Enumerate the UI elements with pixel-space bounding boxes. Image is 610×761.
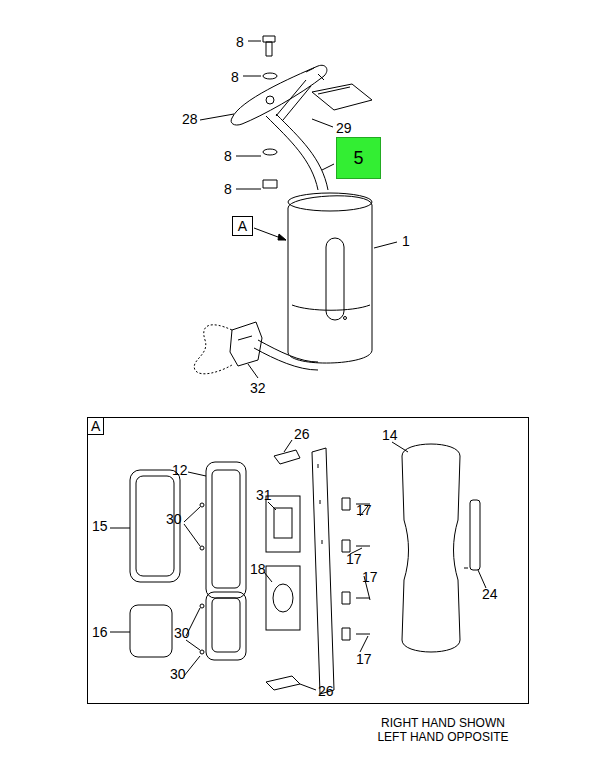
callout-number: 28 [182,112,198,126]
callout-number: 16 [92,625,108,639]
view-letter: A [87,417,104,435]
callout-number: 24 [482,587,498,601]
callout-number: 8 [236,35,244,49]
view-callout: A [232,216,253,236]
callout-number: 5 [353,149,363,167]
leader-lines [200,41,397,378]
callout-number: 32 [250,381,266,395]
callout-number: 8 [224,182,232,196]
highlight-callout: 5 [336,137,381,179]
callout-number: 18 [250,562,266,576]
callout-number: 8 [231,70,239,84]
detail-leaders [110,440,486,690]
callout-number: 15 [92,519,108,533]
callout-number: 17 [356,503,372,517]
note-text: RIGHT HAND SHOWN LEFT HAND OPPOSITE [372,716,514,744]
callout-number: 30 [166,512,182,526]
callout-number: 30 [170,667,186,681]
callout-number: 17 [362,570,378,584]
callout-number: 26 [294,427,310,441]
callout-number: 1 [402,234,410,248]
callout-number: 8 [224,149,232,163]
callout-number: 17 [346,552,362,566]
mirror-assembly [194,36,372,374]
callout-number: A [238,219,247,233]
callout-number: 26 [318,684,334,698]
callout-number: 14 [382,428,398,442]
detail-parts [130,444,480,694]
callout-number: 30 [174,626,190,640]
callout-number: 12 [172,463,188,477]
callout-number: 31 [256,488,272,502]
callout-number: 29 [336,121,352,135]
callout-number: 17 [356,652,372,666]
detail-frame: A [87,417,529,704]
